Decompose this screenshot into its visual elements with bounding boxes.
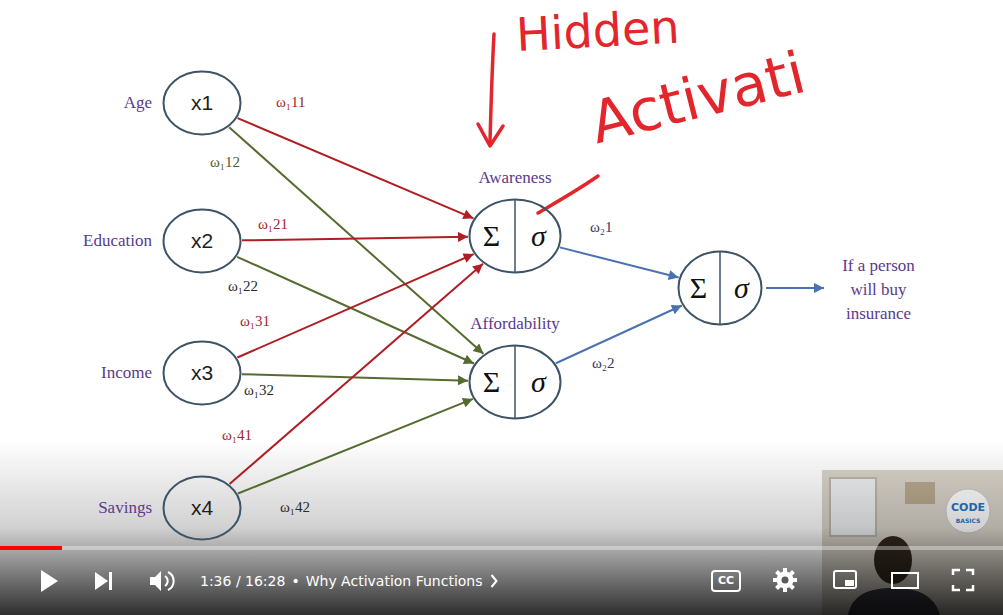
neuron-circle: Σσ (677, 250, 763, 326)
weight-connector (229, 127, 483, 354)
progress-track (0, 546, 1003, 550)
node-ellipse (164, 210, 241, 273)
gear-tooth (775, 570, 795, 590)
weight-label: ω₂2 (592, 355, 615, 372)
neuron-circle: AffordabilityΣσ (468, 344, 562, 420)
input-variable: x3 (191, 361, 213, 385)
settings-icon (773, 568, 797, 592)
neuron-divider (514, 346, 516, 419)
separator-dot: • (291, 573, 299, 589)
input-variable: x1 (191, 91, 213, 115)
video-time: 1:36 / 16:28 (200, 573, 285, 589)
node-ellipse (164, 72, 241, 135)
weight-connector (237, 257, 474, 364)
video-title: Why Activation Functions (306, 573, 483, 589)
chapter-chevron (492, 575, 497, 587)
neuron-circle: AwarenessΣσ (468, 198, 562, 274)
theater-icon (892, 573, 918, 588)
weight-label: ω₂1 (590, 219, 613, 236)
weight-connector (237, 254, 473, 357)
node-heading: Awareness (478, 168, 551, 188)
weight-label: ω₁31 (240, 313, 270, 330)
output-arrow (766, 287, 824, 289)
node-heading: Affordability (470, 314, 559, 334)
logo-text: CODE (951, 502, 985, 515)
gear-tooth (775, 570, 795, 590)
node-ellipse (164, 477, 241, 540)
input-circle: Incomex3 (162, 340, 242, 406)
sum-symbol: Σ (483, 221, 500, 251)
progress-played (0, 546, 62, 550)
next-icon-bar (109, 572, 112, 590)
output-caption: If a person will buy insurance (831, 254, 926, 326)
play-icon (41, 570, 58, 592)
input-circle: Agex1 (162, 70, 242, 136)
controls-shade (0, 440, 1003, 615)
handwritten-arrow (490, 34, 494, 142)
miniplayer-inset (845, 580, 854, 586)
input-variable: x2 (191, 229, 213, 253)
weight-label: ω₁41 (222, 427, 252, 444)
node-heading: Income (101, 363, 152, 383)
weight-connector (230, 264, 483, 484)
node-ellipse (470, 200, 561, 273)
weight-connector (238, 399, 473, 494)
neuron-divider (719, 252, 721, 325)
weight-label: ω₁32 (244, 382, 274, 399)
node-heading: Age (124, 93, 152, 113)
next-icon (95, 572, 108, 590)
input-variable: x4 (191, 496, 213, 520)
miniplayer-icon (834, 571, 856, 588)
logo-text: BASICS (956, 518, 981, 525)
weight-connector (242, 237, 468, 241)
sum-symbol: Σ (483, 367, 500, 397)
activation-symbol: σ (531, 221, 546, 251)
gear-body (777, 572, 794, 589)
sum-symbol: Σ (690, 273, 707, 303)
weight-connector (556, 306, 682, 364)
weight-connector (238, 118, 474, 218)
node-heading: Education (83, 231, 152, 251)
volume-icon (150, 571, 161, 591)
input-circle: Savingsx4 (162, 475, 242, 541)
node-outline (468, 344, 562, 420)
node-ellipse (164, 342, 241, 405)
handwritten-note: Activati (585, 43, 811, 152)
gear-hole (782, 577, 789, 584)
node-heading: Savings (98, 498, 152, 518)
handwritten-note: Hidden (515, 3, 680, 57)
fullscreen-icon (953, 570, 973, 590)
weight-label: ω₁22 (228, 278, 258, 295)
captions-button-label: CC (718, 575, 734, 588)
activation-symbol: σ (734, 273, 749, 303)
node-ellipse (679, 252, 762, 325)
weight-label: ω₁12 (210, 154, 240, 171)
captions-button (712, 571, 740, 591)
input-circle: Educationx2 (162, 208, 242, 274)
neuron-divider (514, 200, 516, 273)
weight-label: ω₁21 (258, 216, 288, 233)
volume-waves (165, 572, 174, 590)
handwritten-arrowhead (478, 124, 503, 146)
activation-symbol: σ (531, 367, 546, 397)
node-outline (468, 198, 562, 274)
node-ellipse (470, 346, 561, 419)
weight-connector (560, 247, 679, 277)
weight-label: ω₁11 (276, 94, 306, 111)
weight-label: ω₁42 (280, 499, 310, 516)
